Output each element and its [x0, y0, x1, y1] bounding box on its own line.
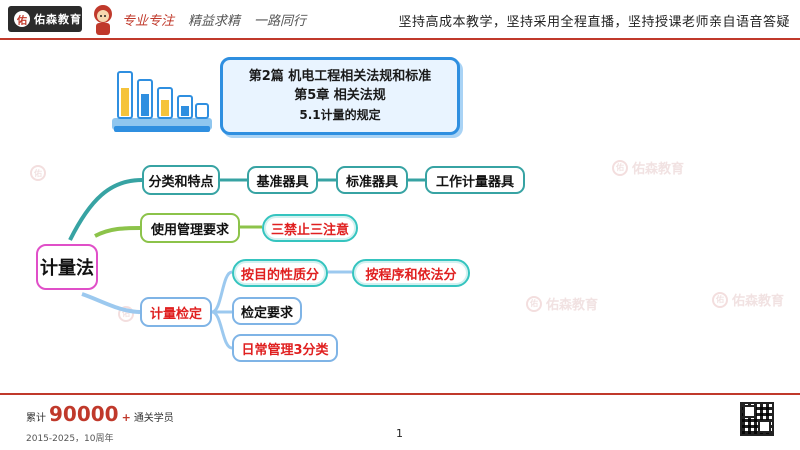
count-number: 90000	[49, 402, 119, 426]
branch-verification: 计量检定	[140, 297, 212, 327]
mindmap-root: 计量法	[36, 244, 98, 290]
slogan-script: 专业专注 精益求精 一路同行	[122, 10, 306, 29]
slogan-left: 专业专注	[122, 14, 175, 29]
watermark-text: 佑森教育	[632, 162, 685, 177]
node-by-procedure: 按程序和依法分	[352, 259, 470, 287]
bar-chart-illustration-icon	[112, 71, 212, 132]
watermark-text: 佑森教育	[732, 294, 785, 309]
node-three-prohibitions: 三禁止三注意	[262, 214, 358, 242]
count-prefix: 累计	[26, 413, 46, 424]
title-card: 第2篇 机电工程相关法规和标准 第5章 相关法规 5.1计量的规定	[220, 57, 460, 135]
footer-divider	[0, 393, 800, 395]
node-verification-requirements: 检定要求	[232, 297, 302, 325]
anniversary-text: 2015-2025，10周年	[26, 434, 114, 444]
header-divider	[0, 38, 800, 40]
slogan-right: 一路同行	[254, 14, 307, 29]
node-working-measuring-instrument: 工作计量器具	[425, 166, 525, 194]
title-line-2: 第5章 相关法规	[294, 88, 386, 103]
watermark: 佑 佑森教育	[526, 294, 598, 313]
watermark: 佑 佑森教育	[612, 158, 684, 177]
watermark-icon: 佑	[612, 159, 628, 176]
title-line-3: 5.1计量的规定	[299, 108, 381, 122]
watermark-text: 佑森教育	[546, 298, 599, 313]
page-number: 1	[396, 427, 403, 440]
branch-usage-management: 使用管理要求	[140, 213, 240, 243]
count-plus: +	[121, 411, 131, 424]
node-primary-standard-instrument: 基准器具	[247, 166, 318, 194]
watermark-icon: 佑	[712, 291, 728, 308]
slogan-mid: 精益求精	[188, 14, 241, 29]
node-standard-instrument: 标准器具	[336, 166, 408, 194]
title-line-1: 第2篇 机电工程相关法规和标准	[248, 69, 432, 84]
branch-classification: 分类和特点	[142, 165, 220, 195]
qr-code-icon[interactable]	[740, 402, 774, 436]
header-bar: 佑 佑森教育 专业专注 精益求精 一路同行 坚持高成本教学，坚持采用全程直播，坚…	[0, 0, 800, 40]
node-daily-management: 日常管理3分类	[232, 334, 338, 362]
watermark-icon: 佑	[526, 295, 542, 312]
node-by-purpose: 按目的性质分	[232, 259, 328, 287]
brand-logo: 佑 佑森教育	[8, 6, 82, 32]
header-motto: 坚持高成本教学，坚持采用全程直播，坚持授课老师亲自语音答疑	[398, 15, 790, 30]
mascot-icon	[94, 5, 112, 35]
graduates-count: 累计 90000 + 通关学员	[26, 402, 174, 426]
logo-mark-icon: 佑	[14, 11, 30, 27]
logo-text: 佑森教育	[34, 13, 82, 26]
watermark-icon: 佑	[30, 165, 46, 181]
count-suffix: 通关学员	[133, 413, 174, 424]
watermark: 佑	[30, 165, 46, 181]
watermark: 佑 佑森教育	[712, 290, 784, 309]
